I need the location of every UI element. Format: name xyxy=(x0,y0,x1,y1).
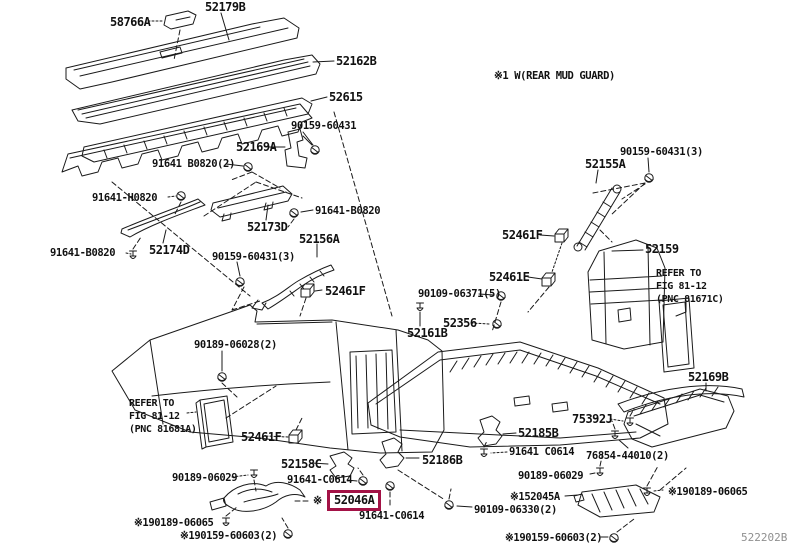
part-number-label[interactable]: 91641-H0820 xyxy=(92,192,158,204)
part-number-label[interactable]: 52161B xyxy=(407,326,448,340)
figure-code-watermark: 522202B xyxy=(741,531,788,544)
part-number-label[interactable]: 90159-60431 xyxy=(291,120,357,132)
part-number-label[interactable]: 90109-06330(2) xyxy=(474,504,557,516)
part-number-label[interactable]: 90159-60431(3) xyxy=(620,146,703,158)
part-number-label[interactable]: ※190159-60603(2) xyxy=(505,532,603,544)
part-number-label[interactable]: 91641-B0820 xyxy=(315,205,381,217)
part-number-label[interactable]: 52461F xyxy=(241,430,282,444)
selected-part-marker: ※ xyxy=(313,494,323,507)
part-number-label[interactable]: 91641-C0614 xyxy=(359,510,425,522)
part-number-label[interactable]: ※190189-06065 xyxy=(134,517,214,529)
part-number-label[interactable]: 52615 xyxy=(329,90,363,104)
part-number-label[interactable]: 52173D xyxy=(247,220,288,234)
note-rear-mud-guard: ※1 W(REAR MUD GUARD) xyxy=(494,70,615,82)
refer-note-left: REFER TO FIG 81-12 (PNC 81681A) xyxy=(129,397,197,436)
part-number-label[interactable]: ※190159-60603(2) xyxy=(180,530,278,542)
part-number-label[interactable]: 58766A xyxy=(110,15,151,29)
part-number-label[interactable]: 52169B xyxy=(688,370,729,384)
part-number-label[interactable]: 52185B xyxy=(518,426,559,440)
part-number-label[interactable]: ※190189-06065 xyxy=(668,486,748,498)
part-number-label[interactable]: 90109-06371(5) xyxy=(418,288,501,300)
part-number-label[interactable]: 52155A xyxy=(585,157,626,171)
part-number-label[interactable]: 52159 xyxy=(645,242,679,256)
part-number-label[interactable]: 90189-06029 xyxy=(172,472,238,484)
part-number-label[interactable]: 91641 B0820(2) xyxy=(152,158,235,170)
refer-note-line: (PNC 81671C) xyxy=(656,294,724,305)
part-number-label[interactable]: 76854-44010(2) xyxy=(586,450,669,462)
refer-note-line: FIG 81-12 xyxy=(656,281,707,292)
part-number-label[interactable]: 52461E xyxy=(489,270,530,284)
part-number-label[interactable]: 90189-06028(2) xyxy=(194,339,277,351)
part-number-label[interactable]: 90159-60431(3) xyxy=(212,251,295,263)
part-number-label[interactable]: 91641 C0614 xyxy=(509,446,575,458)
part-number-label[interactable]: 52179B xyxy=(205,0,246,14)
part-number-label[interactable]: 90189-06029 xyxy=(518,470,584,482)
part-number-label[interactable]: 52174D xyxy=(149,243,190,257)
part-number-label[interactable]: 91641-C0614 xyxy=(287,474,353,486)
part-number-label[interactable]: ※152045A xyxy=(510,491,560,503)
part-number-label[interactable]: 52162B xyxy=(336,54,377,68)
part-number-label[interactable]: 75392J xyxy=(572,412,613,426)
part-number-label[interactable]: 52461F xyxy=(325,284,366,298)
part-number-label[interactable]: 52158C xyxy=(281,457,322,471)
selected-part-box[interactable]: 52046A xyxy=(327,490,382,511)
part-number-label[interactable]: 52186B xyxy=(422,453,463,467)
refer-note-line: FIG 81-12 xyxy=(129,411,180,422)
refer-note-line: REFER TO xyxy=(656,268,701,279)
part-number-label[interactable]: 52169A xyxy=(236,140,277,154)
refer-note-line: (PNC 81681A) xyxy=(129,424,197,435)
part-number-label[interactable]: 52461F xyxy=(502,228,543,242)
refer-note-line: REFER TO xyxy=(129,398,174,409)
refer-note-right: REFER TO FIG 81-12 (PNC 81671C) xyxy=(656,267,724,306)
part-number-label[interactable]: 52156A xyxy=(299,232,340,246)
part-number-label[interactable]: 91641-B0820 xyxy=(50,247,116,259)
part-number-label[interactable]: 52356 xyxy=(443,316,477,330)
